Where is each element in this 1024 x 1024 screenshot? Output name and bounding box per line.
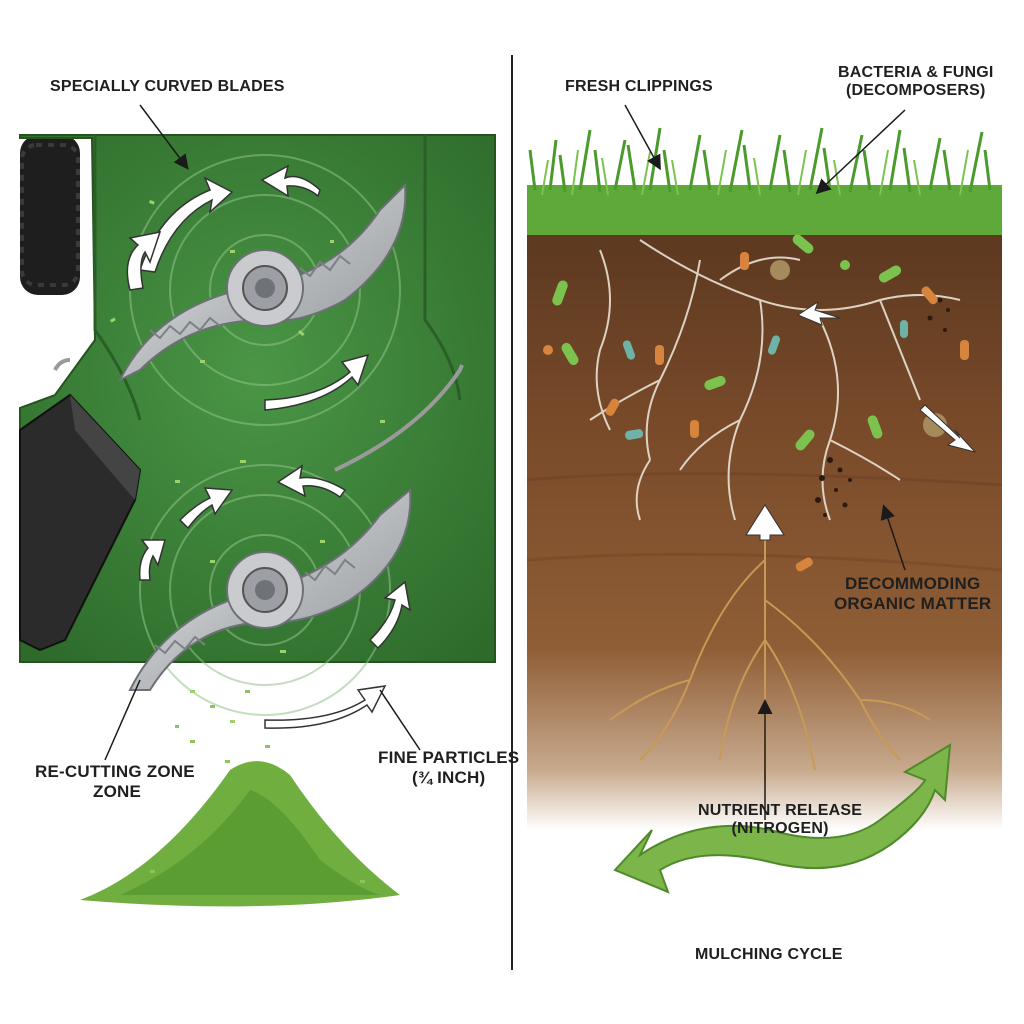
rotation-arrows xyxy=(126,164,412,729)
left-leader-lines xyxy=(104,104,421,761)
label-recutting-zone-line2: ZONE xyxy=(93,782,142,801)
label-bacteria-fungi-line2: (DECOMPOSERS) xyxy=(846,82,986,99)
soil-arrows xyxy=(745,300,977,541)
grass-layer xyxy=(527,127,1002,235)
label-decomposing-matter-line1: DECOMMODING xyxy=(845,574,981,593)
label-decomposing-matter-line2: ORGANIC MATTER xyxy=(834,594,992,613)
label-fresh-clippings: FRESH CLIPPINGS xyxy=(565,78,713,95)
swirl-rings xyxy=(129,154,401,716)
label-fine-particles-line1: FINE PARTICLES xyxy=(378,748,520,767)
grass-specks xyxy=(110,200,385,723)
label-mulching-cycle: MULCHING CYCLE xyxy=(695,946,843,963)
label-recutting-zone-line1: RE-CUTTING ZONE xyxy=(35,762,195,781)
label-recutting-zone: RE-CUTTING ZONE ZONE xyxy=(35,762,195,802)
decomposing-matter xyxy=(815,297,950,517)
upper-blade xyxy=(117,182,407,383)
clippings-pile xyxy=(80,690,400,907)
label-specially-curved-blades: SPECIALLY CURVED BLADES xyxy=(50,78,285,95)
label-nutrient-release: NUTRIENT RELEASE (NITROGEN) xyxy=(698,802,862,838)
right-leader-lines xyxy=(624,104,906,820)
wheel-top-left xyxy=(20,135,80,295)
label-bacteria-fungi: BACTERIA & FUNGI (DECOMPOSERS) xyxy=(838,64,994,100)
lower-blade xyxy=(128,487,412,691)
label-nutrient-release-line2: (NITROGEN) xyxy=(731,820,829,837)
label-decomposing-matter: DECOMMODING ORGANIC MATTER xyxy=(834,574,991,614)
label-bacteria-fungi-line1: BACTERIA & FUNGI xyxy=(838,64,994,81)
label-fine-particles-line2: (¾ INCH) xyxy=(411,768,486,787)
mulching-cycle-arrow xyxy=(613,743,952,894)
microbes xyxy=(543,234,969,572)
label-nutrient-release-line1: NUTRIENT RELEASE xyxy=(698,802,863,819)
label-fine-particles: FINE PARTICLES (¾ INCH) xyxy=(378,748,519,788)
